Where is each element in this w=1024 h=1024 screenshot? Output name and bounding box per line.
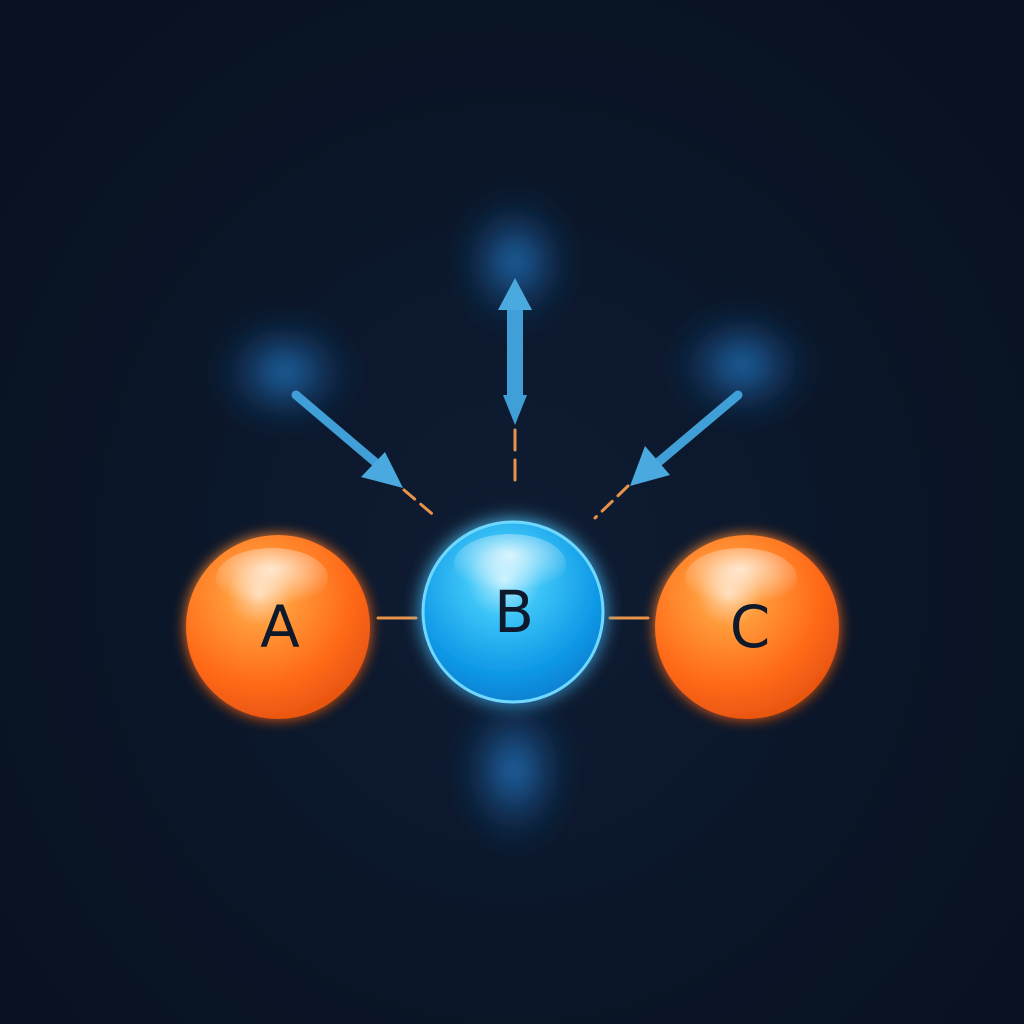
arrow-shaft-upper-left: [291, 390, 380, 467]
connector-upper-left: [402, 488, 439, 520]
connector-upper-right: [593, 484, 630, 520]
node-b: B: [421, 520, 605, 704]
glow-halos: [210, 190, 817, 855]
node-a-label: A: [260, 593, 300, 661]
glow-halo-top: [453, 190, 577, 334]
glow-halo-upper-left: [210, 312, 360, 432]
arrow-upper-right: [630, 390, 743, 486]
node-b-label: B: [494, 578, 534, 646]
arrow-upper-left: [291, 390, 403, 488]
node-c: C: [655, 535, 839, 719]
arrow-head-upper-right: [630, 446, 670, 486]
node-b-highlight: [454, 534, 566, 594]
arrow-head-upper-left: [361, 452, 403, 488]
arrows: [291, 278, 743, 488]
glow-halo-bottom: [454, 685, 574, 855]
arrow-head-top: [498, 278, 532, 310]
glow-halo-upper-right: [667, 305, 817, 425]
node-c-label: C: [730, 593, 771, 661]
connectors: [376, 428, 650, 620]
arrow-shaft-top: [507, 305, 523, 400]
arrow-tail-top: [503, 395, 527, 425]
node-a: A: [186, 535, 370, 719]
arrow-shaft-upper-right: [650, 390, 743, 470]
node-a-highlight: [216, 548, 328, 608]
arrow-top: [498, 278, 532, 425]
node-c-highlight: [685, 548, 797, 608]
